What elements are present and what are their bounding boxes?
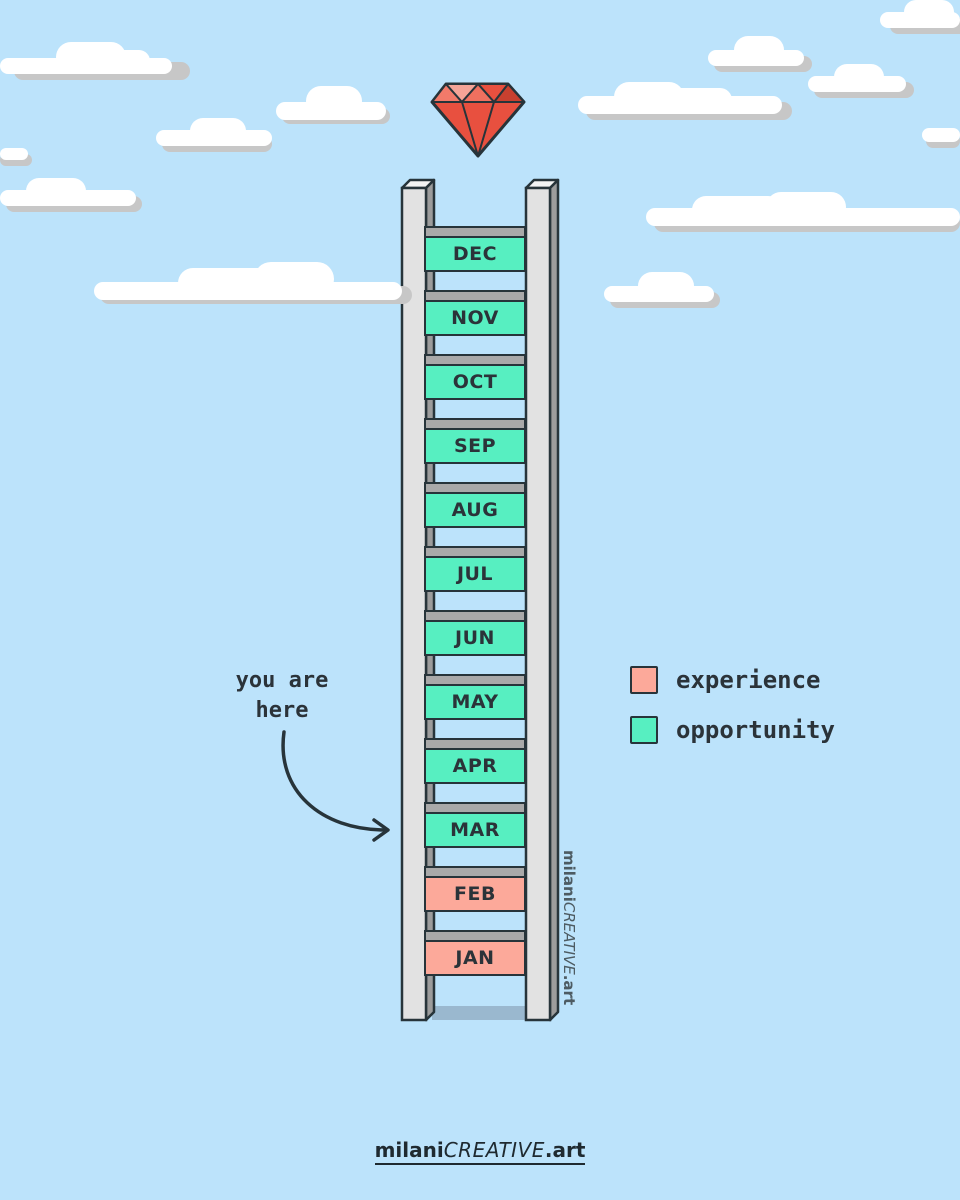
rung-dec: DEC (424, 236, 526, 272)
rung-feb: FEB (424, 876, 526, 912)
opportunity-swatch (630, 716, 658, 744)
legend: experience opportunity (630, 664, 835, 764)
vertical-credit-part3: .art (560, 974, 578, 1006)
rung-sep: SEP (424, 428, 526, 464)
experience-swatch (630, 666, 658, 694)
right-rail (524, 178, 560, 1022)
arrow-head-icon (372, 818, 390, 842)
rung-jul: JUL (424, 556, 526, 592)
rung-may: MAY (424, 684, 526, 720)
rung-apr: APR (424, 748, 526, 784)
footer-credit-part1: milani (374, 1138, 444, 1162)
you-are-here-line2: here (255, 698, 309, 723)
legend-label-experience: experience (676, 666, 821, 694)
rung-jan: JAN (424, 940, 526, 976)
rung-nov: NOV (424, 300, 526, 336)
ladder-shadow (432, 1006, 528, 1020)
rung-oct: OCT (424, 364, 526, 400)
you-are-here-line1: you are (235, 668, 329, 693)
arrow-path (281, 730, 388, 832)
legend-item-opportunity: opportunity (630, 714, 835, 746)
footer-credit-part3: .art (544, 1138, 586, 1162)
rung-jun: JUN (424, 620, 526, 656)
legend-label-opportunity: opportunity (676, 716, 835, 744)
vertical-credit: milaniCREATIVE.art (560, 850, 578, 1005)
vertical-credit-part2: CREATIVE (560, 901, 578, 975)
rung-mar: MAR (424, 812, 526, 848)
footer-credit: milaniCREATIVE.art (0, 1138, 960, 1165)
vertical-credit-part1: milani (560, 850, 578, 902)
you-are-here-label: you are here (222, 666, 342, 726)
gem-icon (430, 82, 526, 158)
footer-credit-part2: CREATIVE (443, 1138, 545, 1162)
rung-aug: AUG (424, 492, 526, 528)
legend-item-experience: experience (630, 664, 835, 696)
